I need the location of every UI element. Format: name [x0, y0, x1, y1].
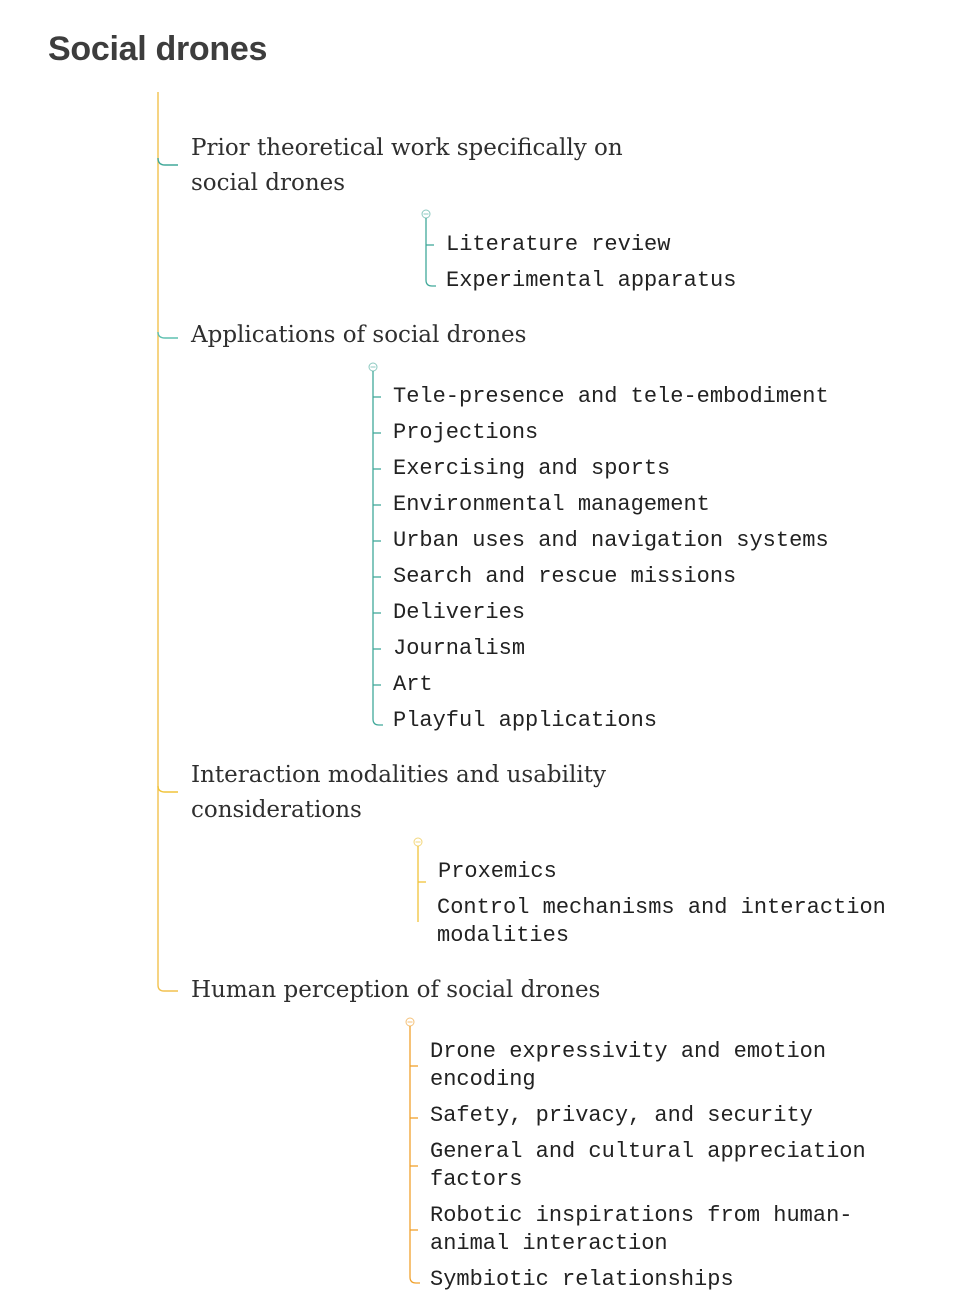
branch-applications[interactable]: Applications of social drones [191, 322, 527, 348]
map-title: Social drones [48, 30, 268, 68]
branch-human-perception[interactable]: Human perception of social drones [191, 977, 601, 1003]
leaf-drone-expressivity[interactable]: Drone expressivity and emotion encoding [430, 1039, 840, 1092]
leaf-literature-review[interactable]: Literature review [446, 232, 671, 257]
leaf-safety-privacy[interactable]: Safety, privacy, and security [430, 1103, 813, 1128]
leaf-urban-uses[interactable]: Urban uses and navigation systems [393, 528, 829, 553]
leaf-tele-presence[interactable]: Tele-presence and tele-embodiment [393, 384, 829, 409]
leaf-robotic-inspirations[interactable]: Robotic inspirations from human-animal i… [430, 1203, 853, 1256]
branch-connector-3 [157, 785, 178, 793]
leaf-environmental-management[interactable]: Environmental management [393, 492, 710, 517]
leaf-playful-applications[interactable]: Playful applications [393, 708, 658, 733]
leaf-art[interactable]: Art [393, 672, 433, 697]
leaf-search-rescue[interactable]: Search and rescue missions [393, 564, 737, 589]
trunk-line [157, 92, 178, 992]
leaf-projections[interactable]: Projections [393, 420, 539, 445]
leaf-symbiotic-relationships[interactable]: Symbiotic relationships [430, 1267, 734, 1292]
branch-connector-2 [157, 331, 178, 339]
leaf-proxemics[interactable]: Proxemics [438, 859, 557, 884]
branch-prior-theoretical-work[interactable]: Prior theoretical work specifically on s… [191, 135, 623, 196]
leaf-exercising-sports[interactable]: Exercising and sports [393, 456, 671, 481]
leaf-control-mechanisms[interactable]: Control mechanisms and interaction modal… [437, 895, 900, 948]
leaf-general-cultural[interactable]: General and cultural appreciation factor… [430, 1139, 879, 1192]
leaf-experimental-apparatus[interactable]: Experimental apparatus [446, 268, 737, 293]
leaf-journalism[interactable]: Journalism [393, 636, 526, 661]
branch-interaction-modalities[interactable]: Interaction modalities and usability con… [191, 762, 606, 823]
leaf-deliveries[interactable]: Deliveries [393, 600, 526, 625]
branch-connector-1 [157, 157, 178, 166]
